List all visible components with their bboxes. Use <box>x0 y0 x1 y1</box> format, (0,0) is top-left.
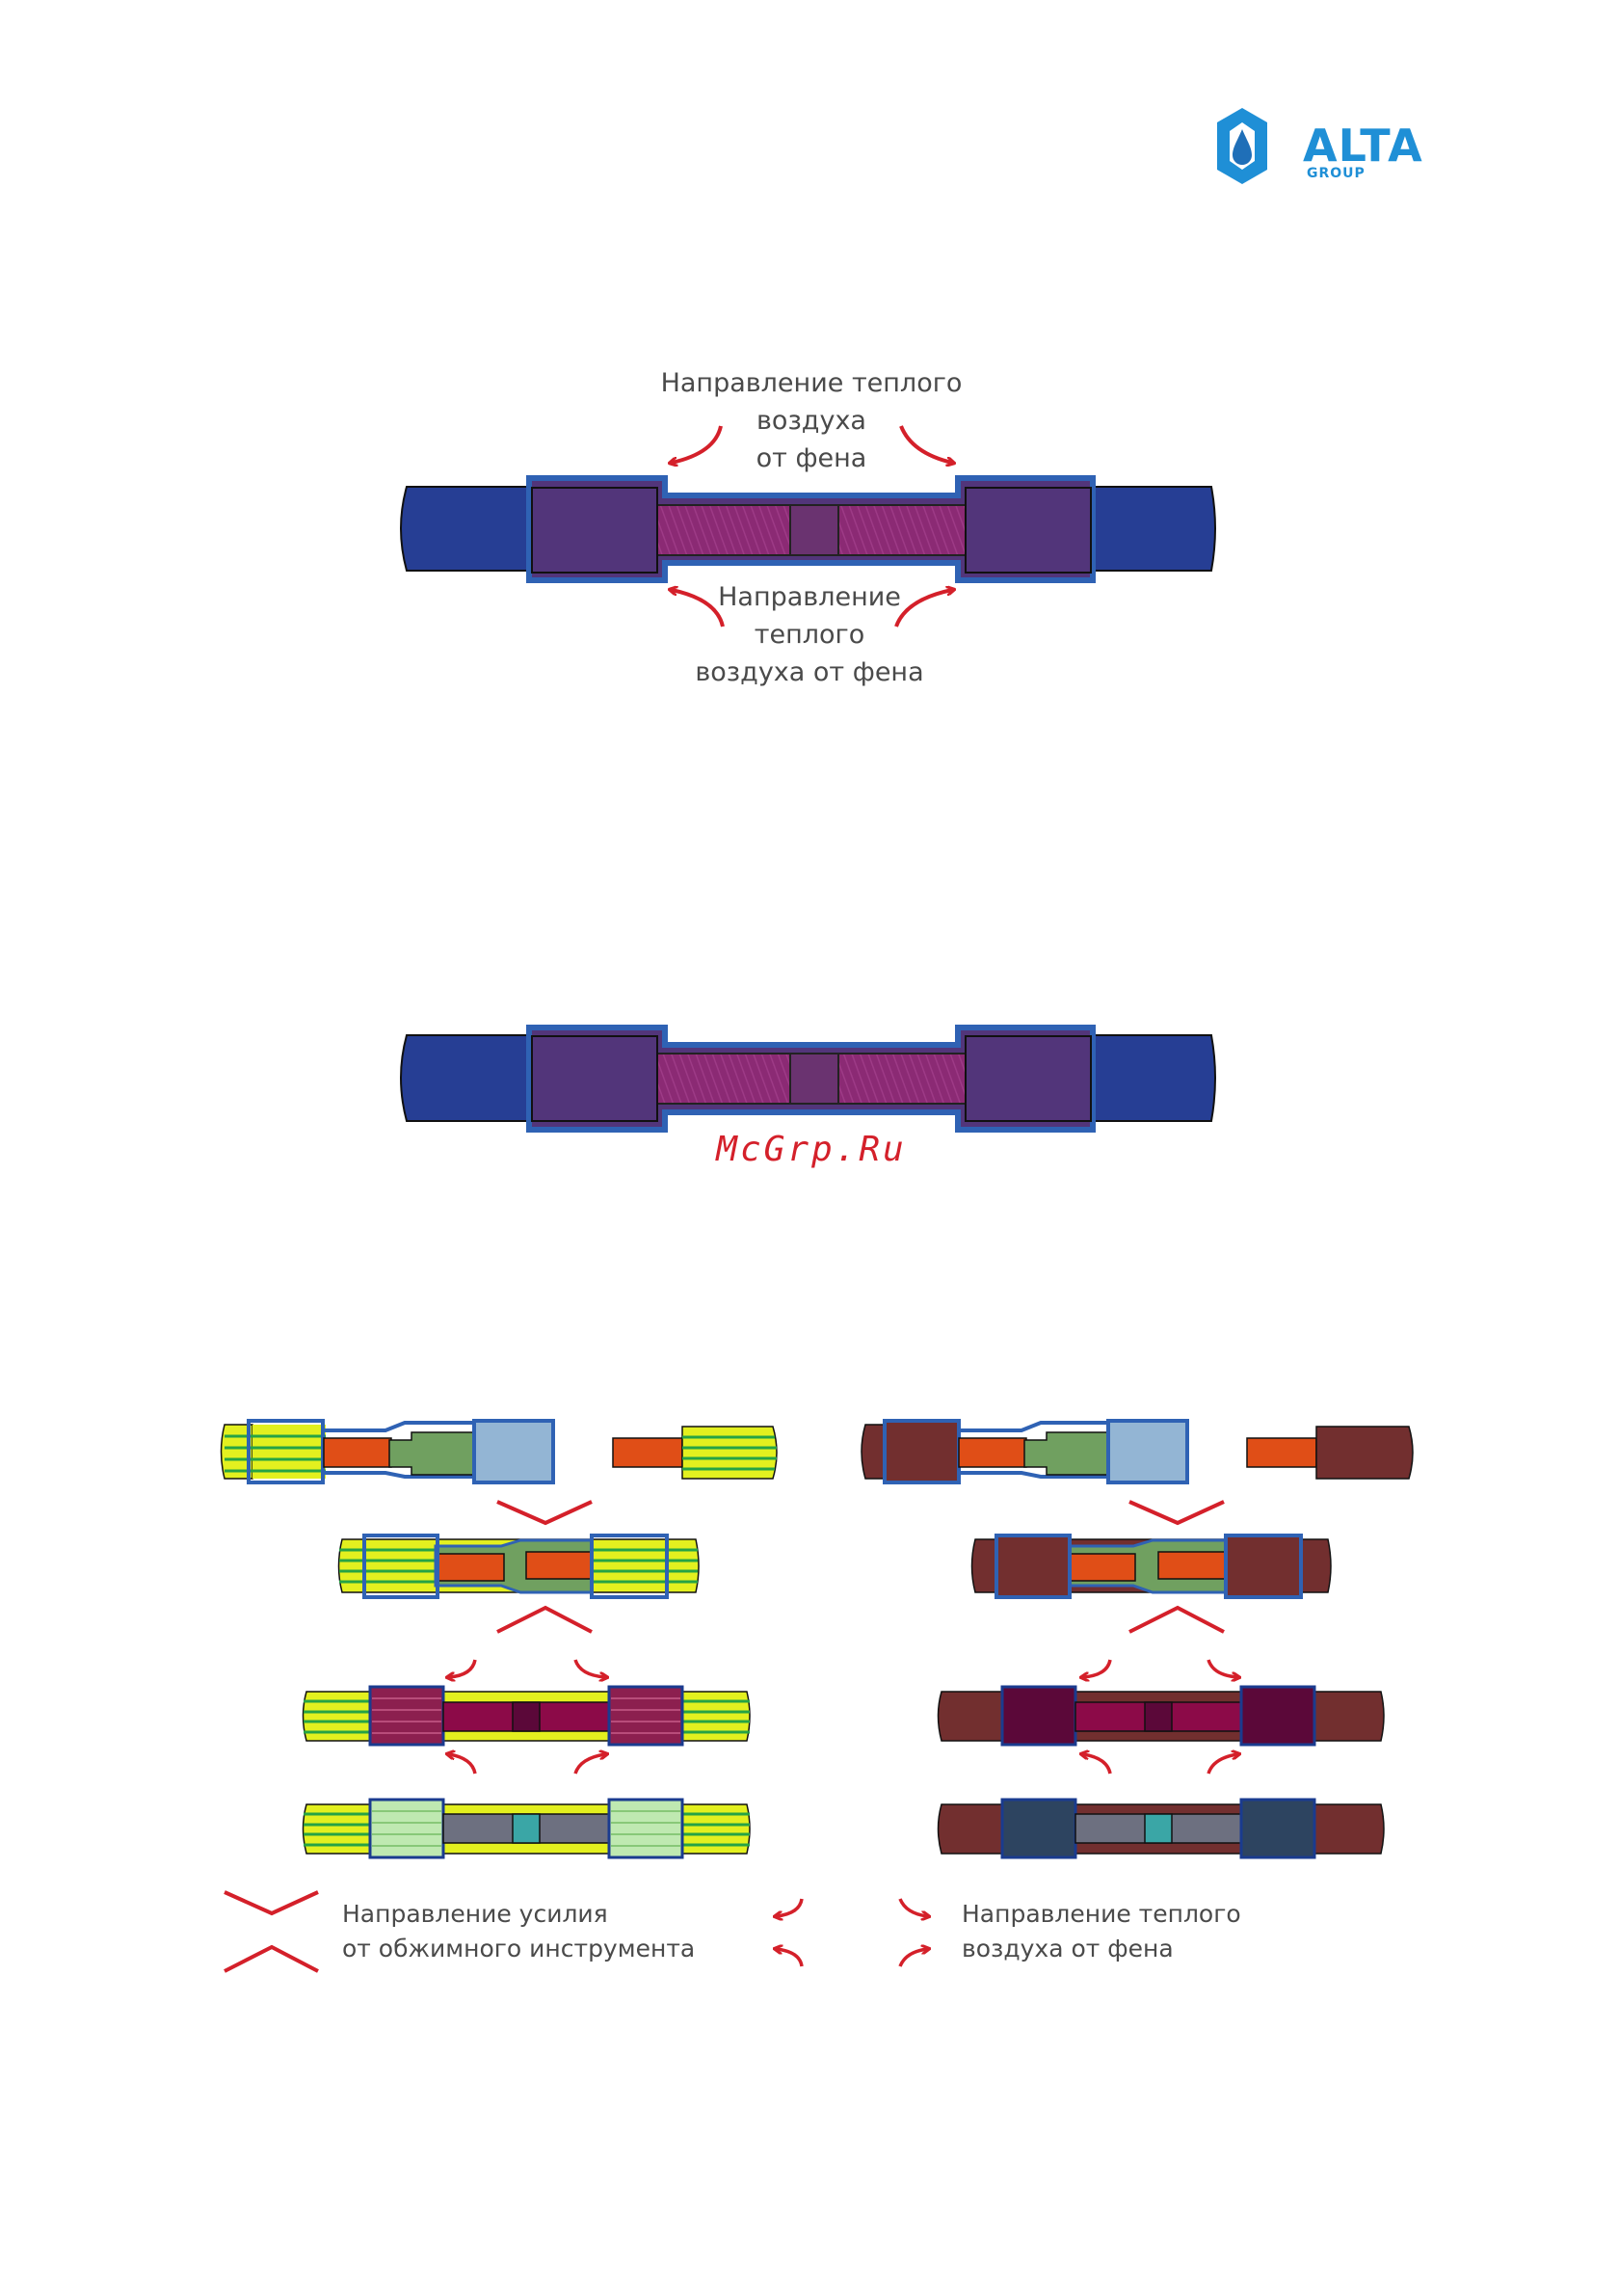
legend-crimp-label: Направление усилия от обжимного инструме… <box>342 1897 695 1966</box>
logo-brand: ALTA <box>1303 120 1423 172</box>
brown-step-1 <box>862 1421 1413 1482</box>
brown-step-3 <box>939 1660 1385 1774</box>
yellow-step-3 <box>304 1660 751 1774</box>
yellow-step-1 <box>222 1421 778 1482</box>
brown-step-4 <box>939 1800 1385 1857</box>
yellow-step-2 <box>339 1535 700 1597</box>
legend-crimp-icon <box>225 1892 318 1971</box>
yellow-wire-steps <box>222 1421 778 1857</box>
splice-diagram-finished <box>401 1028 1215 1130</box>
watermark-text: McGrp.Ru <box>716 1130 906 1169</box>
legend-air-label: Направление теплого воздуха от фена <box>962 1897 1241 1966</box>
brown-step-2 <box>972 1535 1332 1597</box>
alta-logo-icon <box>1217 108 1267 184</box>
brown-wire-steps <box>862 1421 1413 1857</box>
diagram1-bottom-label: Направление теплого воздуха от фена <box>695 578 923 691</box>
legend-air-icon <box>777 1899 927 1966</box>
yellow-step-4 <box>304 1800 751 1857</box>
diagram1-top-label: Направление теплого воздуха от фена <box>661 364 963 477</box>
logo-sub: GROUP <box>1307 166 1366 181</box>
